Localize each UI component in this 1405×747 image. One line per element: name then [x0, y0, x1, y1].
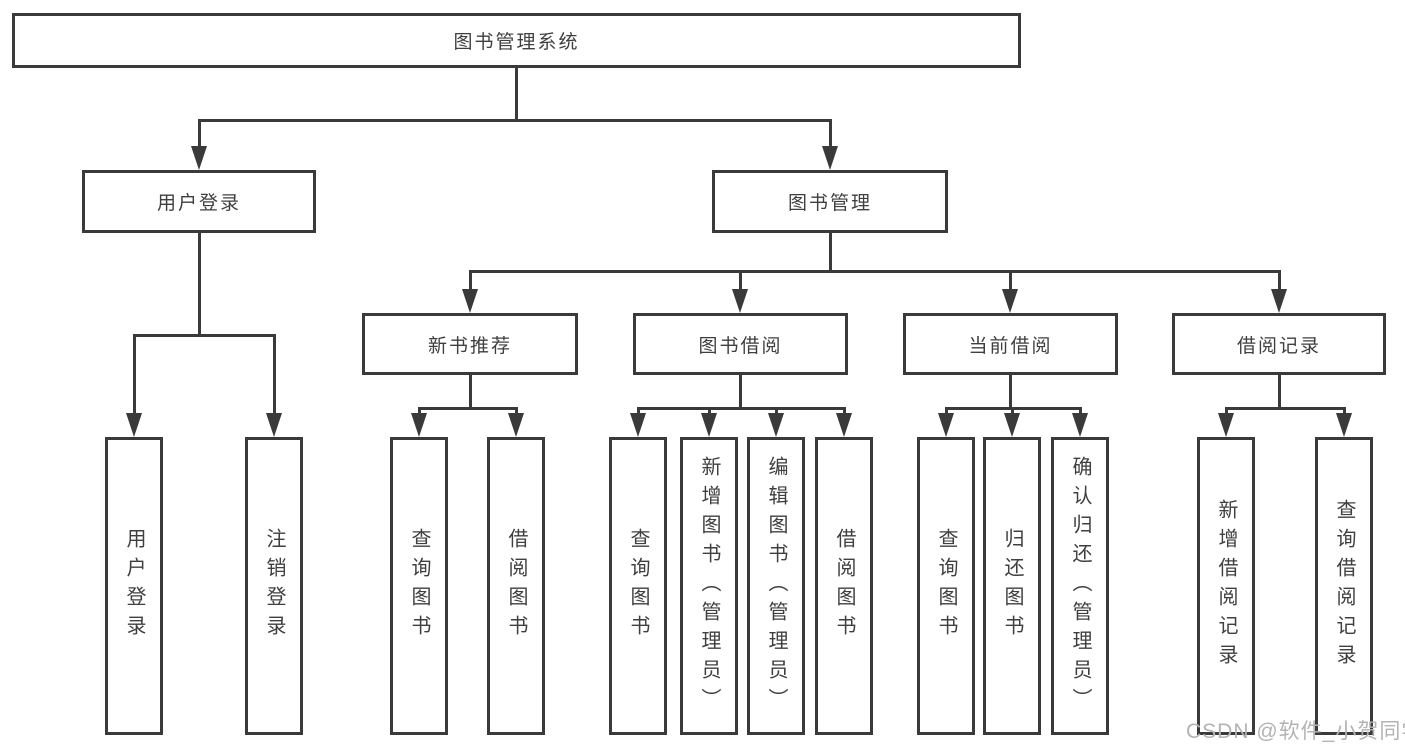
connector-new-book-rail [418, 407, 518, 410]
node-label: 用户登录 [156, 193, 241, 214]
arrowhead-user-login [191, 146, 207, 170]
connector-stem-user-login [198, 119, 201, 149]
arrowhead-borrowing-records [1271, 289, 1287, 313]
connector-borrowing-records-rail [1225, 407, 1346, 410]
connector-stem-book-management [829, 119, 832, 149]
connector-stem-book-borrowing [739, 270, 742, 292]
node-new-book-recommendation: 新书推荐 [362, 313, 578, 375]
leaf-label: 查询借阅记录 [1333, 499, 1355, 673]
connector-level1-rail [198, 119, 832, 122]
leaf-confirm-return-admin: 确认归还（管理员） [1051, 437, 1109, 735]
connector-book-management-stub [829, 231, 832, 273]
leaf-query-books-current: 查询图书 [917, 437, 975, 735]
leaf-return-books: 归还图书 [983, 437, 1041, 735]
connector-borrowing-records-stub [1278, 373, 1281, 409]
leaf-borrow-books-borrowing: 借阅图书 [815, 437, 873, 735]
leaf-add-book-admin: 新增图书（管理员） [680, 437, 738, 735]
node-label: 图书管理 [787, 193, 872, 214]
node-borrowing-records: 借阅记录 [1172, 313, 1386, 375]
arrowhead-leaf [630, 413, 646, 437]
leaf-label: 确认归还（管理员） [1069, 455, 1091, 717]
leaf-label: 借阅图书 [833, 528, 855, 644]
arrowhead-leaf [701, 413, 717, 437]
arrowhead-leaf-user-login [126, 413, 142, 437]
connector-user-login-rail [133, 334, 276, 337]
connector-book-borrowing-rail [637, 407, 846, 410]
connector-stem-current-borrowing [1009, 270, 1012, 292]
connector-stem [515, 407, 518, 417]
arrowhead-leaf [411, 413, 427, 437]
node-book-borrowing: 图书借阅 [633, 313, 848, 375]
connector-stem-borrowing-records [1278, 270, 1281, 292]
leaf-label: 归还图书 [1001, 528, 1023, 644]
arrowhead-book-management [822, 146, 838, 170]
connector-current-borrowing-stub [1009, 373, 1012, 409]
leaf-borrow-books-recommend: 借阅图书 [487, 437, 545, 735]
connector-stem-leaf-logout [273, 334, 276, 416]
node-current-borrowing: 当前借阅 [903, 313, 1118, 375]
arrowhead-leaf-logout [266, 413, 282, 437]
arrowhead-leaf [1004, 413, 1020, 437]
leaf-query-books-recommend: 查询图书 [390, 437, 448, 735]
leaf-label: 查询图书 [627, 528, 649, 644]
arrowhead-leaf [836, 413, 852, 437]
arrowhead-leaf [938, 413, 954, 437]
connector-stem [843, 407, 846, 417]
node-user-login: 用户登录 [82, 170, 316, 233]
connector-stem [418, 407, 421, 417]
leaf-add-borrow-record: 新增借阅记录 [1197, 437, 1255, 735]
node-label: 借阅记录 [1236, 335, 1321, 357]
connector-stem [945, 407, 948, 417]
connector-stem [1225, 407, 1228, 417]
leaf-label: 编辑图书（管理员） [765, 455, 787, 717]
connector-new-book-stub [469, 373, 472, 409]
arrowhead-leaf [1336, 413, 1352, 437]
leaf-label: 用户登录 [123, 528, 145, 644]
arrowhead-new-book [462, 289, 478, 313]
leaf-label: 新增图书（管理员） [698, 455, 720, 717]
arrowhead-leaf [1218, 413, 1234, 437]
leaf-label: 新增借阅记录 [1215, 499, 1237, 673]
node-root-library-management-system: 图书管理系统 [12, 13, 1021, 68]
connector-stem [1079, 407, 1082, 417]
node-label: 当前借阅 [968, 335, 1053, 357]
arrowhead-leaf [1072, 413, 1088, 437]
leaf-query-borrow-record: 查询借阅记录 [1315, 437, 1373, 735]
node-label: 新书推荐 [427, 335, 512, 357]
node-book-management: 图书管理 [712, 170, 948, 233]
connector-book-borrowing-stub [739, 373, 742, 409]
leaf-logout: 注销登录 [245, 437, 303, 735]
leaf-user-login: 用户登录 [105, 437, 163, 735]
leaf-query-books-borrowing: 查询图书 [609, 437, 667, 735]
node-label: 图书管理系统 [453, 32, 580, 53]
connector-stem-new-book [469, 270, 472, 292]
connector-stem [708, 407, 711, 417]
connector-stem [1343, 407, 1346, 417]
csdn-watermark: CSDN @软件_小贺同学 [1186, 720, 1405, 743]
connector-user-login-stub [198, 231, 201, 337]
connector-level3-rail [469, 270, 1281, 273]
leaf-edit-book-admin: 编辑图书（管理员） [747, 437, 805, 735]
leaf-label: 查询图书 [935, 528, 957, 644]
connector-stem [637, 407, 640, 417]
connector-stem-leaf-user-login [133, 334, 136, 416]
node-label: 图书借阅 [698, 335, 783, 357]
leaf-label: 查询图书 [408, 528, 430, 644]
leaf-label: 借阅图书 [505, 528, 527, 644]
connector-root-stub [515, 66, 518, 122]
connector-stem [1011, 407, 1014, 417]
arrowhead-leaf [508, 413, 524, 437]
arrowhead-current-borrowing [1002, 289, 1018, 313]
connector-stem [775, 407, 778, 417]
arrowhead-book-borrowing [732, 289, 748, 313]
arrowhead-leaf [768, 413, 784, 437]
leaf-label: 注销登录 [263, 528, 285, 644]
